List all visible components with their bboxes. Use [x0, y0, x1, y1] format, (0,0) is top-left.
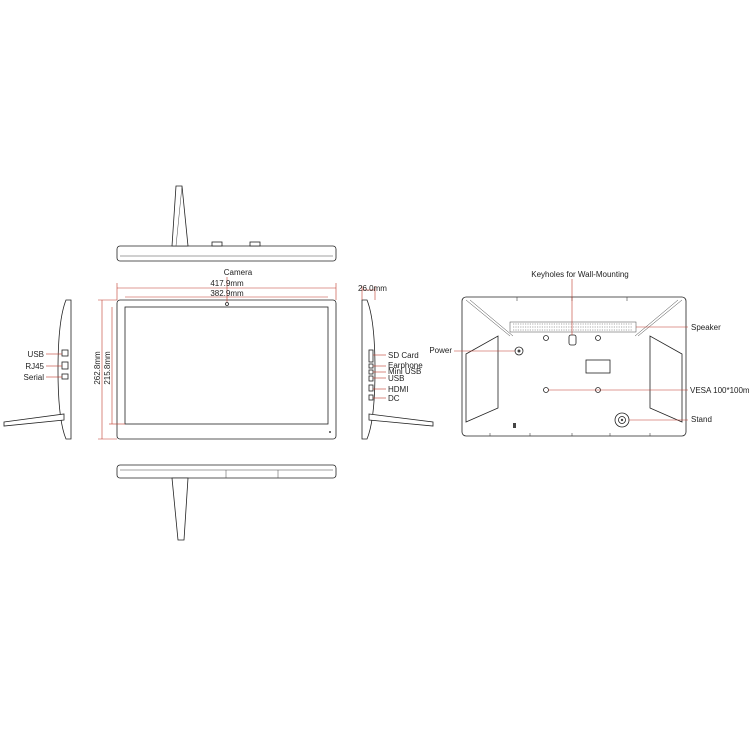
right-speaker-panel — [649, 335, 683, 423]
depth-label: 26.0mm — [358, 284, 387, 293]
right-side-view — [361, 286, 434, 440]
vesa-label: VESA 100*100mm — [690, 386, 750, 395]
camera-label: Camera — [224, 268, 253, 277]
front-view — [98, 277, 337, 440]
height-inner-label: 215.8mm — [103, 351, 112, 385]
left-side-view — [3, 299, 72, 440]
sd-card-label: SD Card — [388, 351, 419, 360]
stand-label: Stand — [691, 415, 712, 424]
width-outer-label: 417.9mm — [210, 279, 244, 288]
earphone-label: Earphone — [388, 361, 423, 370]
keyholes-label: Keyholes for Wall-Mounting — [531, 270, 629, 279]
hdmi-label: HDMI — [388, 385, 408, 394]
height-outer-label: 262.8mm — [93, 351, 102, 385]
left-usb-label: USB — [28, 350, 44, 359]
width-inner-label: 382.9mm — [210, 289, 244, 298]
back-view — [454, 279, 688, 437]
rj45-label: RJ45 — [25, 362, 44, 371]
left-speaker-panel — [465, 335, 499, 423]
top-view — [116, 185, 337, 262]
label-plate — [585, 359, 611, 374]
camera-dot — [225, 302, 229, 306]
front-screen — [124, 306, 329, 425]
vesa-hole-icon — [543, 387, 549, 393]
power-label: Power — [429, 346, 452, 355]
dc-label: DC — [388, 394, 400, 403]
keyhole-icon — [568, 334, 577, 346]
mini-usb-label: Mini USB — [388, 367, 421, 376]
right-usb-label: USB — [388, 374, 404, 383]
bottom-view — [116, 464, 337, 541]
speaker-label: Speaker — [691, 323, 721, 332]
serial-label: Serial — [24, 373, 45, 382]
